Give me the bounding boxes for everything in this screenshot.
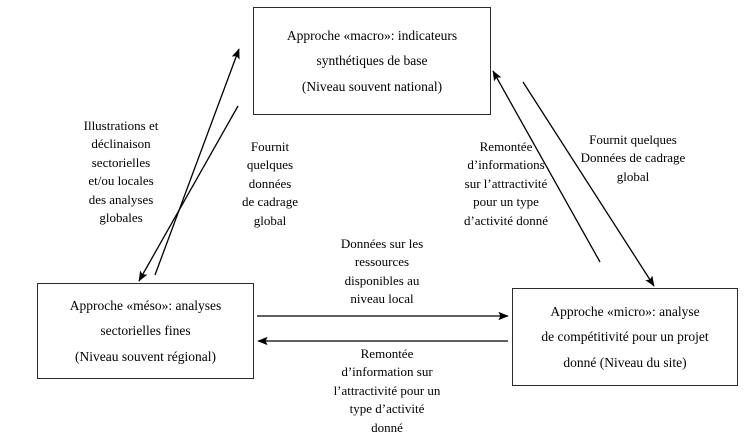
node-macro-line-1: Approche «macro»: indicateurs	[286, 27, 458, 43]
node-approche-macro[interactable]: Approche «macro»: indicateurs synthétiqu…	[253, 7, 491, 115]
arrow-micro-to-macro	[492, 70, 601, 263]
edge-label-macro-to-meso-line-1: Fournit	[250, 139, 290, 154]
edge-label-meso-to-micro: Données sur les ressources disponibles a…	[312, 235, 452, 309]
edge-label-macro-to-meso: Fournit quelques données de cadrage glob…	[222, 138, 318, 230]
arrow-meso-to-macro	[154, 48, 240, 276]
edge-label-meso-to-macro-line-2: déclinaison	[91, 136, 151, 152]
edge-label-micro-to-meso-line-3: l’attractivité pour un	[333, 382, 441, 398]
node-meso-line-3: (Niveau souvent régional)	[75, 348, 216, 364]
node-meso-line-1: Approche «méso»: analyses	[69, 297, 222, 313]
edge-label-micro-to-meso-line-5: donné	[371, 419, 403, 435]
edge-label-macro-to-meso-line-3: données	[248, 175, 292, 191]
edge-label-macro-to-meso-line-2: quelques	[246, 157, 294, 173]
edge-label-meso-to-macro-line-5: des analyses	[88, 191, 154, 207]
edge-label-micro-to-macro: Remontée d’informations sur l’attractivi…	[443, 138, 569, 230]
node-approche-meso[interactable]: Approche «méso»: analyses sectorielles f…	[37, 283, 254, 379]
node-macro-line-2: synthétiques de base	[316, 53, 428, 69]
arrow-macro-to-micro	[522, 81, 655, 287]
edge-label-macro-to-micro-line-2: Données de cadrage	[580, 150, 686, 166]
edge-label-macro-to-meso-line-5: global	[253, 212, 287, 228]
node-macro-line-3: (Niveau souvent national)	[301, 78, 443, 94]
node-micro-line-1: Approche «micro»: analyse	[550, 303, 700, 319]
edge-label-micro-to-meso-line-4: type d’activité	[349, 401, 425, 417]
node-meso-line-2: sectorielles fines	[100, 323, 191, 339]
edge-label-meso-to-macro: Illustrations et déclinaison sectorielle…	[60, 117, 182, 228]
edge-label-macro-to-micro-line-3: global	[616, 168, 650, 184]
edge-label-micro-to-meso-line-1: Remontée	[360, 346, 414, 361]
node-approche-micro[interactable]: Approche «micro»: analyse de compétitivi…	[512, 288, 738, 386]
edge-label-micro-to-macro-line-4: pour un type	[473, 194, 539, 210]
edge-label-micro-to-macro-line-2: d’informations	[467, 157, 545, 173]
edge-label-meso-to-macro-line-1: Illustrations et	[83, 118, 159, 133]
edge-label-macro-to-micro-line-1: Fournit quelques	[589, 132, 677, 147]
edge-label-meso-to-micro-line-2: ressources	[354, 254, 410, 270]
edge-label-micro-to-meso-line-2: d’information sur	[341, 364, 433, 380]
edge-label-micro-to-macro-line-1: Remontée	[479, 139, 533, 154]
edge-label-meso-to-micro-line-3: disponibles au	[344, 272, 420, 288]
node-micro-line-2: de compétitivité pour un projet	[541, 329, 709, 345]
edge-label-meso-to-macro-line-6: globales	[99, 210, 143, 226]
edge-label-micro-to-macro-line-3: sur l’attractivité	[464, 175, 548, 191]
edge-label-micro-to-meso: Remontée d’information sur l’attractivit…	[308, 345, 466, 436]
edge-label-meso-to-micro-line-1: Données sur les	[340, 236, 424, 251]
edge-label-macro-to-meso-line-4: de cadrage	[242, 194, 298, 210]
arrow-macro-to-meso	[138, 105, 239, 282]
edge-label-meso-to-macro-line-4: et/ou locales	[88, 173, 154, 189]
edge-label-macro-to-micro: Fournit quelques Données de cadrage glob…	[570, 131, 696, 186]
edge-label-meso-to-micro-line-4: niveau local	[350, 291, 414, 307]
node-micro-line-3: donné (Niveau du site)	[563, 354, 687, 370]
edge-label-meso-to-macro-line-3: sectorielles	[91, 154, 151, 170]
edge-label-micro-to-macro-line-5: d’activité donné	[463, 212, 549, 228]
